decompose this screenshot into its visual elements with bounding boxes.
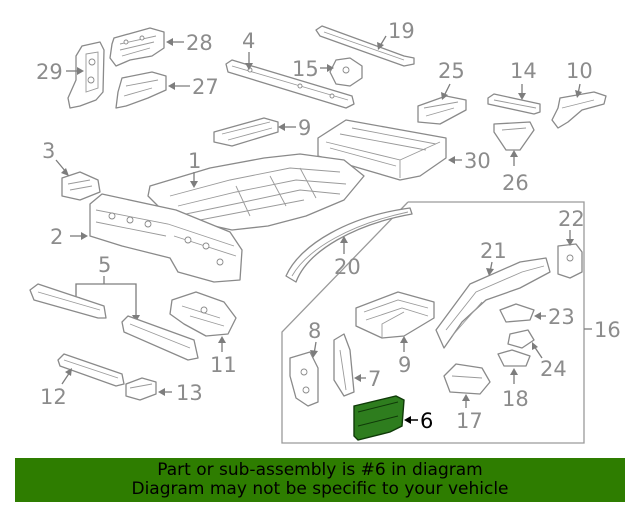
part-11[interactable]	[169, 291, 237, 337]
part-29[interactable]	[67, 41, 105, 109]
callout-6: 6	[420, 409, 433, 433]
callout-1: 1	[188, 149, 201, 173]
callout-22: 22	[558, 207, 585, 231]
callout-9-upper: 9	[298, 116, 311, 140]
part-22[interactable]	[557, 243, 583, 279]
part-14[interactable]	[487, 93, 541, 115]
callout-12: 12	[40, 385, 67, 409]
callout-28: 28	[186, 31, 213, 55]
part-20[interactable]	[285, 207, 413, 283]
callout-5: 5	[98, 253, 111, 277]
callout-11: 11	[210, 353, 237, 377]
part-17[interactable]	[443, 363, 491, 395]
callout-4: 4	[242, 29, 255, 53]
part-12[interactable]	[57, 353, 125, 387]
callout-27: 27	[192, 75, 219, 99]
callout-21: 21	[480, 239, 507, 263]
part-24[interactable]	[507, 329, 535, 349]
leader-5	[75, 283, 137, 318]
parts-diagram: 29 28 27 4 19 15 25 14 10 9 30 26 3 1 2 …	[29, 19, 621, 444]
info-banner: Part or sub-assembly is #6 in diagram Di…	[15, 458, 625, 502]
part-7[interactable]	[333, 333, 355, 397]
part-6[interactable]	[353, 395, 405, 441]
callout-18: 18	[502, 387, 529, 411]
part-26[interactable]	[493, 121, 535, 151]
callout-8: 8	[308, 319, 321, 343]
info-banner-line-2: Diagram may not be specific to your vehi…	[131, 479, 509, 499]
callout-29: 29	[36, 60, 63, 84]
callout-20: 20	[334, 255, 361, 279]
callout-3: 3	[42, 139, 55, 163]
part-19[interactable]	[315, 25, 415, 67]
part-13[interactable]	[125, 377, 157, 401]
part-25[interactable]	[417, 95, 467, 125]
callout-26: 26	[502, 171, 529, 195]
callout-10: 10	[566, 59, 593, 83]
part-5-right[interactable]	[121, 315, 199, 361]
callout-14: 14	[510, 59, 537, 83]
part-4[interactable]	[225, 59, 355, 109]
part-8[interactable]	[289, 351, 319, 407]
part-23[interactable]	[499, 303, 535, 323]
part-18[interactable]	[497, 349, 531, 367]
callout-15: 15	[292, 57, 319, 81]
part-9-upper[interactable]	[213, 117, 279, 147]
callout-25: 25	[438, 59, 465, 83]
part-21[interactable]	[435, 257, 551, 349]
callout-9-lower: 9	[398, 353, 411, 377]
part-10[interactable]	[551, 91, 607, 129]
callout-13: 13	[176, 381, 203, 405]
callout-2: 2	[50, 225, 63, 249]
callout-30: 30	[464, 149, 491, 173]
callout-16: 16	[594, 318, 621, 342]
info-banner-line-1: Part or sub-assembly is #6 in diagram	[157, 460, 483, 480]
part-28[interactable]	[109, 27, 165, 67]
inset-box-16	[281, 201, 585, 444]
callout-19: 19	[388, 19, 415, 43]
part-2[interactable]	[89, 193, 243, 283]
part-27[interactable]	[115, 71, 167, 109]
part-15[interactable]	[329, 57, 363, 87]
callout-7: 7	[368, 367, 381, 391]
callout-24: 24	[540, 357, 567, 381]
part-9-lower[interactable]	[355, 291, 435, 339]
part-3[interactable]	[61, 171, 101, 201]
callout-23: 23	[548, 305, 575, 329]
callout-17: 17	[456, 409, 483, 433]
part-5-left[interactable]	[29, 283, 107, 319]
